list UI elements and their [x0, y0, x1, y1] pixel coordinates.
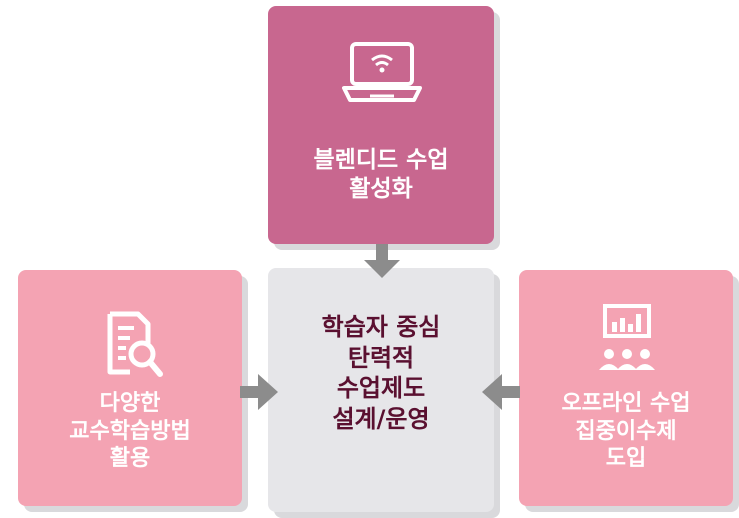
center-box-line2: 탄력적	[347, 343, 415, 372]
left-box-line2: 교수학습방법	[69, 418, 191, 444]
right-box-line2: 집중이수제	[575, 418, 677, 444]
center-box-line3: 수업제도	[336, 374, 426, 403]
center-box-label: 학습자 중심 탄력적 수업제도 설계/운영	[268, 312, 494, 435]
arrow-left-icon	[482, 374, 520, 410]
right-box-offline-classes: 오프라인 수업 집중이수제 도입	[519, 270, 733, 506]
top-box-line2: 활성화	[349, 175, 413, 202]
right-box-label: 오프라인 수업 집중이수제 도입	[519, 390, 733, 473]
center-box-line4: 설계/운영	[332, 405, 430, 434]
right-box-line3: 도입	[605, 446, 647, 471]
left-box-label: 다양한 교수학습방법 활용	[18, 390, 242, 473]
arrow-right-icon	[240, 374, 278, 410]
top-box-line1: 블렌디드 수업	[313, 147, 449, 173]
laptop-wifi-icon	[342, 42, 422, 102]
center-box-learner-centered: 학습자 중심 탄력적 수업제도 설계/운영	[268, 268, 494, 512]
right-box-line1: 오프라인 수업	[561, 391, 691, 416]
presentation-audience-icon	[599, 304, 655, 370]
top-box-label: 블렌디드 수업 활성화	[268, 146, 494, 204]
arrow-down-icon	[364, 244, 400, 278]
center-box-line1: 학습자 중심	[321, 313, 441, 341]
left-box-line3: 활용	[109, 446, 151, 471]
top-box-blended-learning: 블렌디드 수업 활성화	[268, 6, 494, 244]
left-box-teaching-methods: 다양한 교수학습방법 활용	[18, 270, 242, 506]
left-box-line1: 다양한	[99, 391, 161, 416]
document-search-icon	[107, 311, 163, 377]
